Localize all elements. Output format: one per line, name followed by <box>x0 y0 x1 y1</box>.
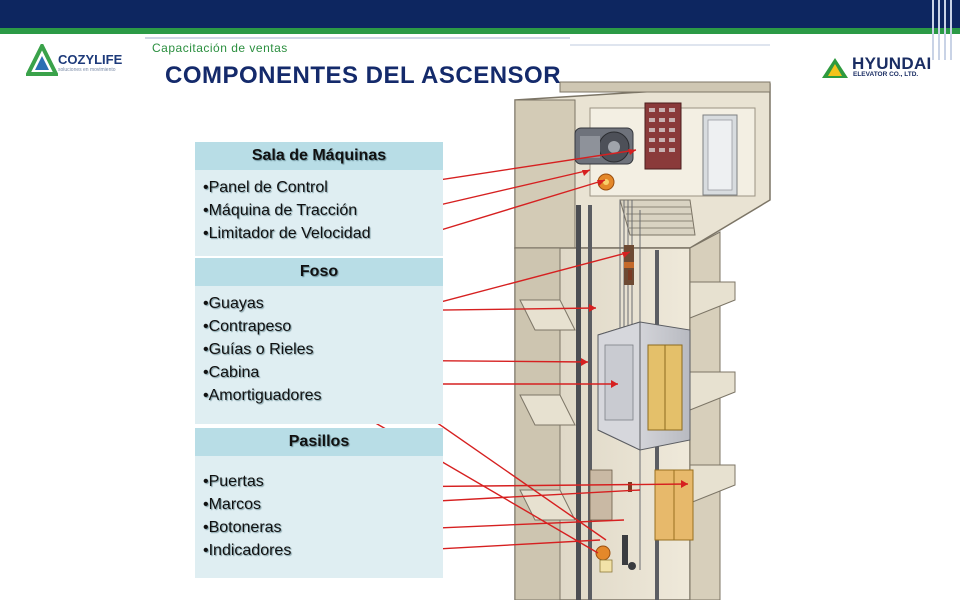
hyundai-brand: HYUNDAI <box>852 54 932 73</box>
section-sala-de-maquinas: Sala de Máquinas •Panel de Control •Máqu… <box>195 142 443 256</box>
elevator-cabin <box>597 321 691 451</box>
machine-room <box>514 81 771 249</box>
list-item: •Marcos <box>203 496 262 513</box>
section-list: •Puertas •Marcos •Botoneras •Indicadores <box>195 456 443 578</box>
list-item: •Máquina de Tracción <box>203 202 358 219</box>
slide-title: COMPONENTES DEL ASCENSOR <box>165 62 562 89</box>
hyundai-logo-icon <box>822 58 848 78</box>
header-stripes <box>932 0 952 60</box>
cozylife-logo-icon <box>26 44 58 76</box>
hyundai-subtitle: ELEVATOR CO., LTD. <box>853 71 919 78</box>
section-heading: Pasillos <box>195 428 443 456</box>
slide-subtitle: Capacitación de ventas <box>152 41 288 55</box>
section-list: •Guayas •Contrapeso •Guías o Rieles •Cab… <box>195 286 443 424</box>
arrow-heads <box>581 149 688 488</box>
list-item: •Panel de Control <box>203 179 328 196</box>
cozylife-logo: COZYLIFE soluciones en movimiento <box>22 40 132 88</box>
cozylife-tagline: soluciones en movimiento <box>58 67 116 73</box>
list-item: •Botoneras <box>203 519 282 536</box>
header-divider <box>145 37 570 39</box>
list-item: •Contrapeso <box>203 318 292 335</box>
header-bar <box>0 0 960 28</box>
cozylife-brand: COZYLIFE <box>58 52 123 67</box>
section-foso: Foso •Guayas •Contrapeso •Guías o Rieles… <box>195 258 443 424</box>
header-accent-bar <box>0 28 960 34</box>
list-item: •Limitador de Velocidad <box>203 225 371 242</box>
list-item: •Guías o Rieles <box>203 341 314 358</box>
list-item: •Indicadores <box>203 542 292 559</box>
list-item: •Cabina <box>203 364 260 381</box>
section-list: •Panel de Control •Máquina de Tracción •… <box>195 170 443 256</box>
list-item: •Amortiguadores <box>203 387 322 404</box>
section-heading: Sala de Máquinas <box>195 142 443 170</box>
section-pasillos: Pasillos •Puertas •Marcos •Botoneras •In… <box>195 428 443 578</box>
list-item: •Puertas <box>203 473 264 490</box>
section-heading: Foso <box>195 258 443 286</box>
elevator-shaft <box>514 200 736 600</box>
list-item: •Guayas <box>203 295 264 312</box>
hyundai-logo: HYUNDAI ELEVATOR CO., LTD. <box>820 54 945 84</box>
header-divider-right <box>570 44 770 46</box>
